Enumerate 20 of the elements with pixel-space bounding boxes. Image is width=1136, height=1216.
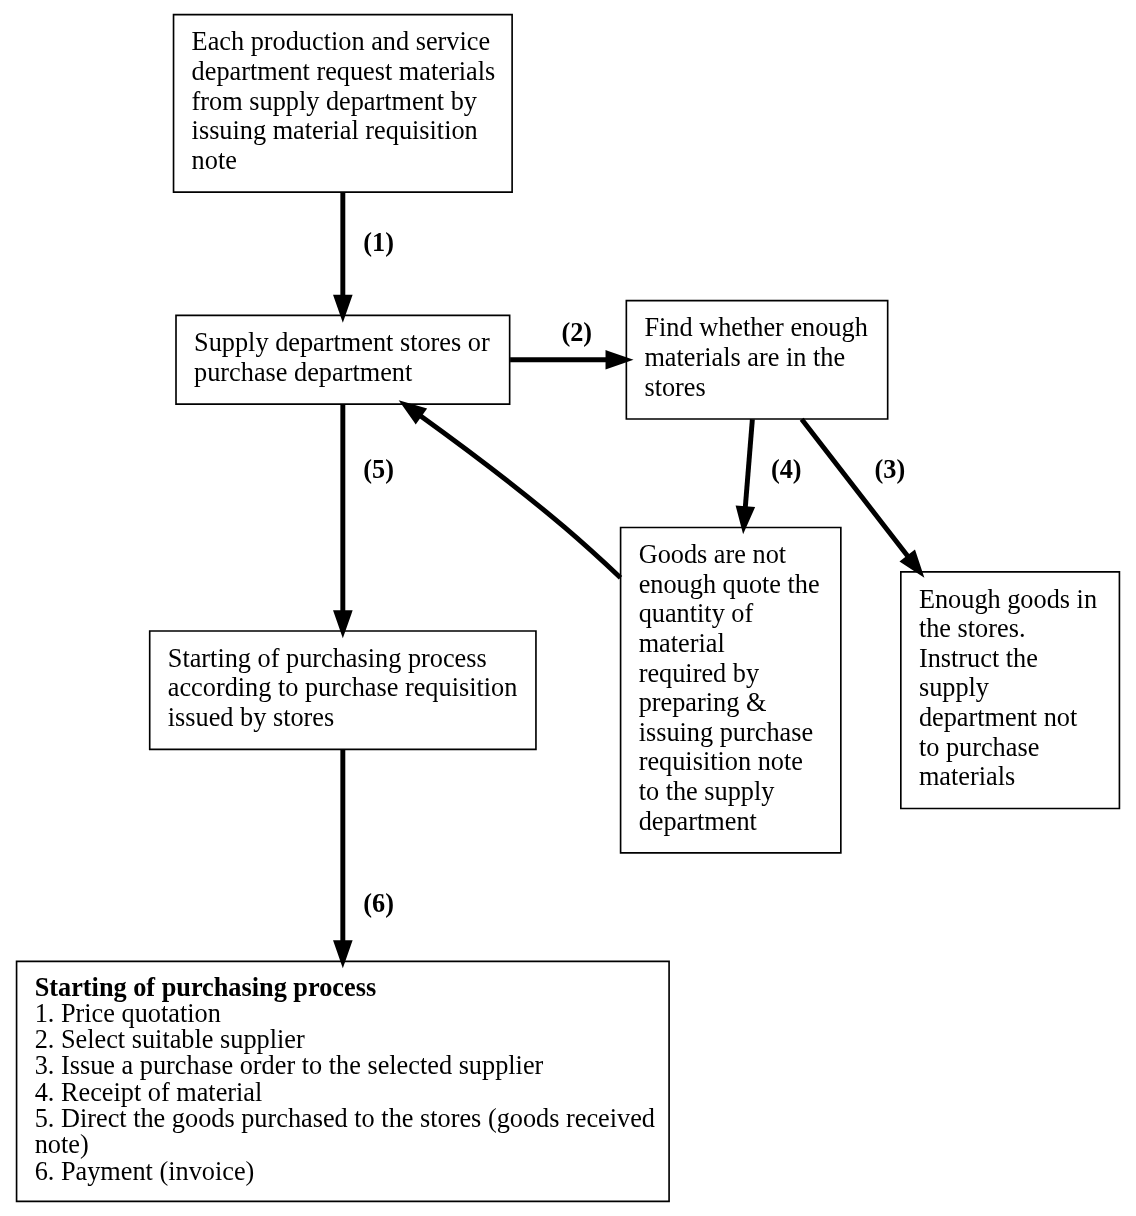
- node-box: Each production and service department request materials from supply department by issuing material requisition note: [172, 13, 513, 193]
- arrow: [333, 749, 353, 969]
- edge-label: (5): [363, 454, 395, 484]
- node-box: Supply department stores or purchase department: [175, 314, 511, 405]
- node-box: Enough goods in the stores. Instruct the supply department not to purchase materials: [900, 571, 1121, 810]
- edge-label: (2): [561, 318, 593, 348]
- node-box: Starting of purchasing process according to purchase requisition issued by stores: [148, 630, 537, 751]
- edge-label: (6): [363, 888, 395, 918]
- arrow: [735, 419, 756, 535]
- node-box: Starting of purchasing process 1. Price quotation 2. Select suitable supplier 3. Issue a purchase order to the selected supplier 4. Receipt of material 5. Direct the goods purchased to the stores (goods received note) 6. Payment (invoice): [15, 960, 670, 1203]
- arrow: [333, 404, 353, 639]
- arrow: [799, 417, 925, 578]
- node-box: Find whether enough materials are in the stores: [625, 299, 889, 420]
- arrow: [333, 192, 353, 323]
- node-box: Goods are not enough quote the quantity of material required by preparing & issuing purchase requisition note to the supply department: [619, 526, 842, 854]
- edge-label: (1): [363, 228, 395, 258]
- edge-label: (3): [874, 454, 906, 484]
- edge-label: (4): [770, 454, 802, 484]
- arrow: [398, 400, 623, 580]
- arrow: [510, 350, 634, 370]
